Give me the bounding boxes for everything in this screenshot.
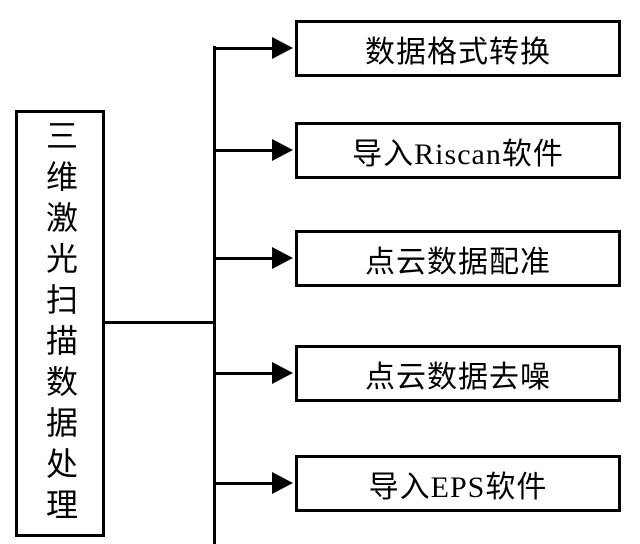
source-node-label: 三维激光扫描数据处理 — [42, 118, 78, 529]
step-node-1-label: 数据格式转换 — [365, 35, 551, 69]
arrow-to-step-5 — [216, 472, 293, 494]
arrow-to-step-3 — [216, 247, 293, 269]
arrow-to-step-4 — [216, 362, 293, 384]
arrow-to-step-2 — [216, 139, 293, 161]
arrow-shaft — [216, 149, 274, 152]
trunk-line — [213, 46, 216, 544]
arrowhead-icon — [272, 139, 293, 161]
step-node-4-label: 点云数据去噪 — [365, 360, 551, 394]
arrow-shaft — [216, 372, 274, 375]
arrowhead-icon — [272, 247, 293, 269]
step-node-2-label: 导入Riscan软件 — [352, 137, 564, 171]
arrowhead-icon — [272, 37, 293, 59]
step-node-3-label: 点云数据配准 — [365, 245, 551, 279]
step-node-2: 导入Riscan软件 — [295, 122, 621, 179]
step-node-1: 数据格式转换 — [295, 20, 621, 77]
arrow-shaft — [216, 482, 274, 485]
step-node-5-label: 导入EPS软件 — [368, 470, 548, 504]
arrowhead-icon — [272, 362, 293, 384]
arrow-to-step-1 — [216, 37, 293, 59]
arrow-shaft — [216, 47, 274, 50]
step-node-4: 点云数据去噪 — [295, 345, 621, 402]
source-node: 三维激光扫描数据处理 — [15, 110, 105, 537]
source-connector-line — [105, 321, 216, 324]
step-node-5: 导入EPS软件 — [295, 455, 621, 512]
arrowhead-icon — [272, 472, 293, 494]
arrow-shaft — [216, 257, 274, 260]
step-node-3: 点云数据配准 — [295, 230, 621, 287]
